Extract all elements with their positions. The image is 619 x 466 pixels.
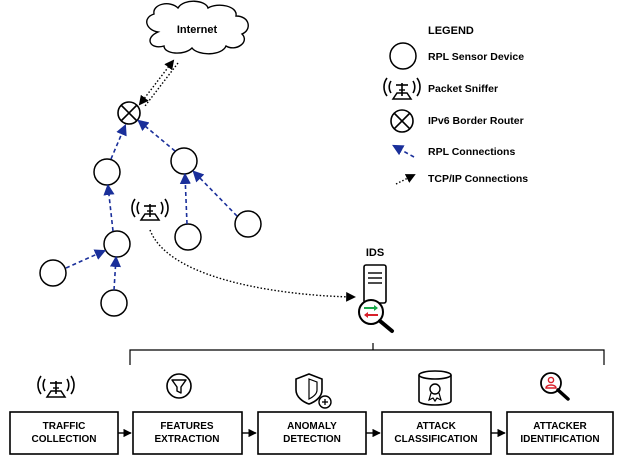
rpl-connections	[65, 119, 238, 291]
legend-label-rpl: RPL Connections	[428, 146, 515, 158]
rpl-node	[170, 147, 198, 175]
pipeline-box-traffic: TRAFFIC COLLECTION	[9, 411, 119, 455]
internet-cloud-icon: Internet	[146, 0, 249, 55]
box-line1: ANOMALY	[287, 421, 337, 432]
box-line2: IDENTIFICATION	[520, 434, 599, 445]
border-router-icon	[390, 109, 414, 133]
tcpip-link-cloud-router	[138, 59, 175, 106]
legend-title: LEGEND	[428, 25, 474, 37]
box-line1: ATTACK	[416, 421, 456, 432]
rpl-node	[174, 223, 202, 251]
internet-label: Internet	[177, 24, 218, 36]
user-search-icon	[540, 372, 570, 401]
rpl-node	[100, 289, 128, 317]
ids-magnifier-icon	[358, 299, 394, 333]
tcpip-link-cloud-router-2	[144, 62, 179, 107]
antenna-icon	[37, 375, 75, 398]
box-line1: TRAFFIC	[43, 421, 86, 432]
rpl-node	[103, 230, 131, 258]
box-line1: FEATURES	[160, 421, 213, 432]
border-router-icon	[117, 101, 141, 125]
pipeline-box-attack: ATTACK CLASSIFICATION	[381, 411, 492, 455]
ids-label: IDS	[366, 247, 384, 259]
pipeline-box-anomaly: ANOMALY DETECTION	[257, 411, 367, 455]
legend: LEGEND RPL Sensor Device Packet Sniffer …	[383, 25, 528, 185]
packet-sniffer-icon	[131, 198, 169, 221]
box-line1: ATTACKER	[533, 421, 587, 432]
legend-label-tcpip: TCP/IP Connections	[428, 173, 528, 185]
box-line2: DETECTION	[283, 434, 341, 445]
box-line2: CLASSIFICATION	[394, 434, 477, 445]
shield-plus-icon	[295, 373, 332, 409]
ids-server-icon	[363, 264, 387, 304]
pipeline-bracket	[129, 349, 605, 365]
legend-label-sniffer: Packet Sniffer	[428, 83, 498, 95]
tcpip-link-sniffer-ids	[149, 229, 356, 302]
pipeline-box-attacker: ATTACKER IDENTIFICATION	[506, 411, 614, 455]
legend-label-router: IPv6 Border Router	[428, 115, 524, 127]
dotted-arrow-icon	[395, 174, 416, 185]
database-award-icon	[418, 370, 452, 406]
funnel-icon	[166, 373, 192, 399]
legend-label-sensor: RPL Sensor Device	[428, 51, 524, 63]
rpl-node	[93, 158, 121, 186]
box-line2: COLLECTION	[32, 434, 97, 445]
dashed-arrow-icon	[392, 144, 415, 158]
circle-node-icon	[389, 42, 417, 70]
pipeline-box-features: FEATURES EXTRACTION	[132, 411, 243, 455]
antenna-sniffer-icon	[383, 77, 421, 100]
box-line2: EXTRACTION	[155, 434, 220, 445]
rpl-sensor-nodes	[39, 147, 262, 317]
rpl-node	[39, 259, 67, 287]
rpl-node	[234, 210, 262, 238]
